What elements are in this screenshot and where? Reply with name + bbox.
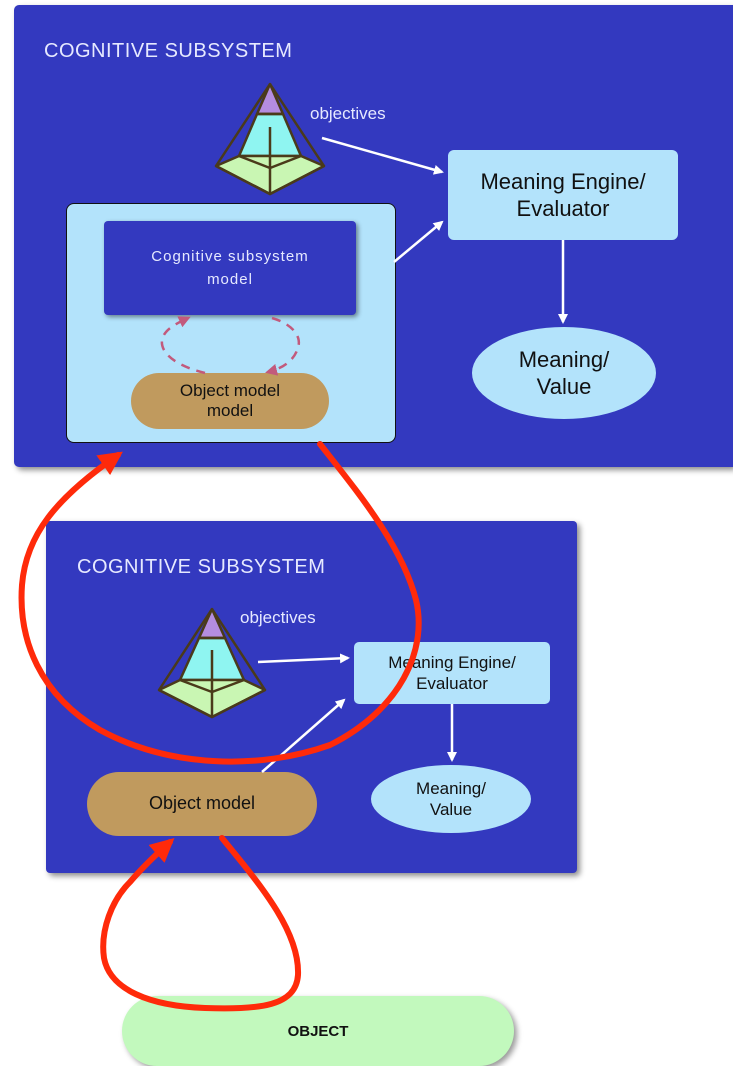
bottom-meaning-value: Meaning/ Value [371, 765, 531, 833]
bottom-objectives-pyramid-icon [157, 607, 267, 719]
self-model-loop-left [160, 316, 206, 375]
top-meaning-value: Meaning/ Value [472, 327, 656, 419]
object-model-model: Object model model [131, 373, 329, 429]
bottom-objectives-arrow [257, 653, 350, 664]
object-label: OBJECT [287, 1022, 349, 1040]
object-model: Object model [87, 772, 317, 836]
top-model-to-engine-arrow [393, 220, 444, 263]
top-objectives-pyramid-icon [214, 82, 326, 196]
self-model-loop-right [265, 316, 301, 376]
upper-modeling-loop [18, 441, 422, 765]
cognitive-subsystem-model-label: Cognitive subsystem model [151, 247, 309, 288]
cognitive-subsystem-model-box: Cognitive subsystem model [104, 221, 356, 315]
bottom-meaning-engine: Meaning Engine/ Evaluator [354, 642, 550, 704]
top-objectives-label: objectives [310, 104, 386, 123]
bottom-objectives-label: objectives [240, 608, 316, 627]
bottom-panel-title: COGNITIVE SUBSYSTEM [77, 556, 326, 578]
top-objectives-arrow [321, 136, 444, 175]
top-panel-title: COGNITIVE SUBSYSTEM [44, 40, 293, 62]
lower-modeling-loop [100, 835, 302, 1012]
top-meaning-engine: Meaning Engine/ Evaluator [448, 150, 678, 240]
